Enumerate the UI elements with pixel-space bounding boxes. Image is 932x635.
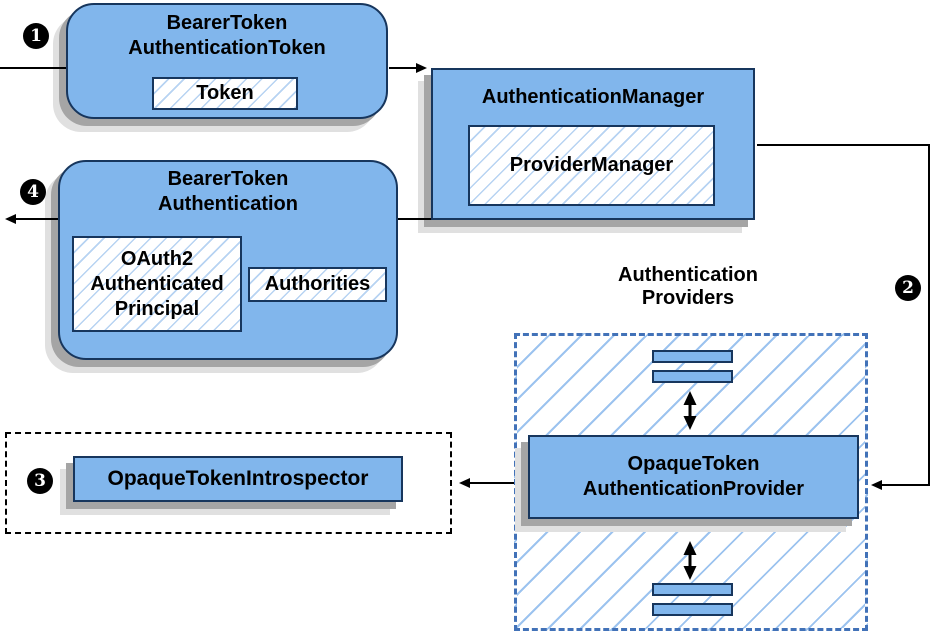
node-authentication-manager-title: AuthenticationManager [481, 86, 705, 108]
provider-placeholder-bar [652, 583, 733, 596]
node-bearer-token-authentication-title: BearerToken Authentication [158, 168, 298, 215]
node-authentication-manager: AuthenticationManager ProviderManager [431, 68, 755, 220]
node-oauth2-authenticated-principal: OAuth2 Authenticated Principal [72, 236, 242, 332]
node-opaque-token-authentication-provider: OpaqueToken AuthenticationProvider [528, 435, 859, 519]
provider-placeholder-bar [652, 603, 733, 616]
node-authorities: Authorities [248, 267, 387, 302]
provider-placeholder-bar [652, 370, 733, 383]
step-3-badge: 3 [27, 468, 53, 494]
group-opaque-token-introspector: OpaqueTokenIntrospector [5, 432, 452, 534]
step-1-badge: 1 [23, 23, 49, 49]
node-bearer-token-authentication-token-title: BearerToken AuthenticationToken [128, 12, 326, 59]
node-token: Token [152, 77, 298, 110]
provider-placeholder-bar [652, 350, 733, 363]
step-2-badge: 2 [895, 275, 921, 301]
node-bearer-token-authentication: BearerToken Authentication OAuth2 Authen… [58, 160, 398, 360]
node-opaque-token-introspector: OpaqueTokenIntrospector [73, 456, 403, 502]
node-bearer-token-authentication-token: BearerToken AuthenticationToken Token [66, 3, 388, 119]
node-provider-manager: ProviderManager [468, 125, 715, 206]
node-opaque-token-authentication-provider-title: OpaqueToken AuthenticationProvider [582, 453, 805, 500]
step-4-badge: 4 [20, 179, 46, 205]
group-authentication-providers: OpaqueToken AuthenticationProvider [514, 333, 868, 631]
authentication-providers-label: Authentication Providers [618, 264, 758, 309]
